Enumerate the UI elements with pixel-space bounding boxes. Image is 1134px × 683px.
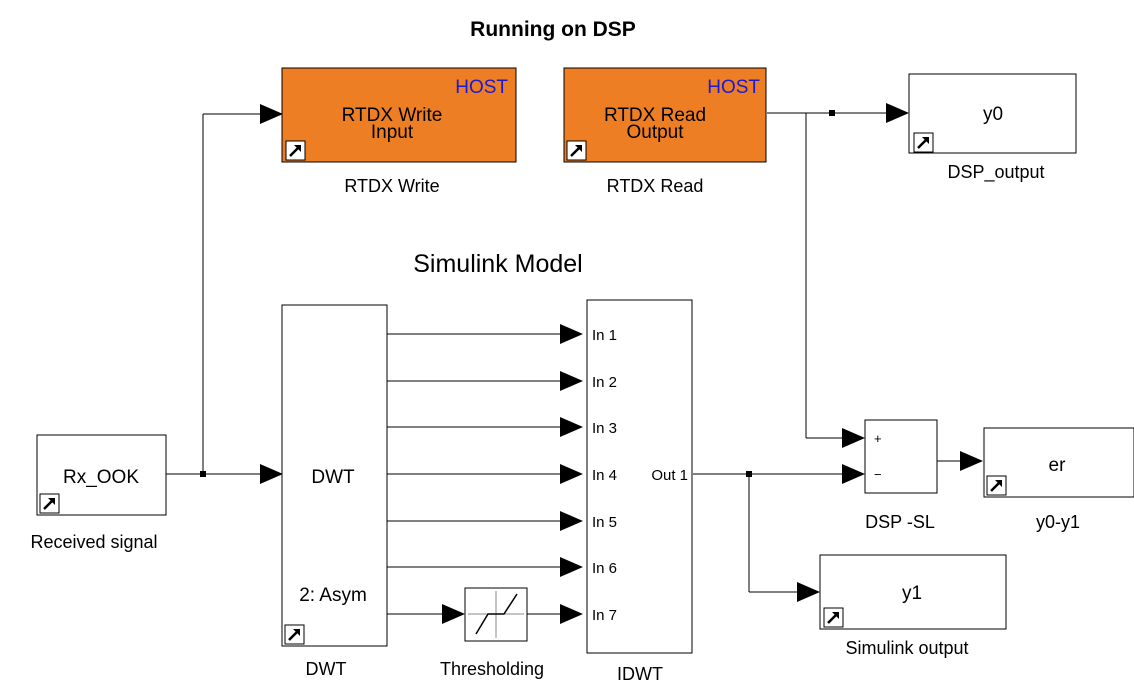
rtdx-read-caption: RTDX Read: [607, 176, 704, 196]
dwt-caption: DWT: [306, 659, 347, 679]
link-arrow-icon: [284, 624, 305, 645]
rx-ook-block[interactable]: Rx_OOK: [36, 434, 167, 516]
idwt-block[interactable]: In 1 In 2 In 3 In 4 In 5 In 6 In 7 Out 1: [586, 299, 693, 654]
sum-block[interactable]: + −: [864, 419, 938, 494]
arrowheads: [260, 103, 983, 624]
idwt-port-in6: In 6: [592, 560, 617, 577]
simulink-title: Simulink Model: [413, 250, 583, 278]
y0-label: y0: [983, 104, 1003, 125]
idwt-port-in7: In 7: [592, 607, 617, 624]
y1-block[interactable]: y1: [819, 554, 1007, 630]
dwt-mode: 2: Asym: [299, 585, 367, 606]
idwt-port-in5: In 5: [592, 514, 617, 531]
thresholding-block[interactable]: [464, 587, 528, 642]
link-arrow-icon: [823, 607, 844, 628]
link-arrow-icon: [566, 140, 587, 161]
dwt-block[interactable]: DWT 2: Asym: [281, 304, 388, 647]
rtdx-write-host-badge: HOST: [455, 77, 508, 98]
rtdx-write-caption: RTDX Write: [344, 176, 439, 196]
idwt-port-out1: Out 1: [651, 467, 688, 484]
link-arrow-icon: [986, 475, 1007, 496]
link-arrow-icon: [39, 493, 60, 514]
y1-caption: Simulink output: [845, 638, 968, 658]
wires: [166, 110, 962, 615]
rx-ook-label: Rx_OOK: [63, 467, 139, 488]
rx-ook-caption: Received signal: [30, 532, 157, 552]
rtdx-write-line2: Input: [371, 122, 414, 143]
idwt-port-in2: In 2: [592, 374, 617, 391]
er-label: er: [1049, 455, 1067, 476]
sum-caption: DSP -SL: [865, 512, 935, 532]
idwt-port-in3: In 3: [592, 420, 617, 437]
rtdx-write-line1: RTDX Write: [342, 105, 443, 126]
y1-label: y1: [902, 583, 922, 604]
link-arrow-icon: [913, 132, 934, 153]
y0-caption: DSP_output: [947, 162, 1044, 183]
er-caption: y0-y1: [1036, 512, 1080, 532]
y0-block[interactable]: y0: [908, 73, 1077, 154]
link-arrow-icon: [285, 140, 306, 161]
rtdx-read-block[interactable]: HOST RTDX Read Output: [563, 67, 767, 163]
idwt-port-in4: In 4: [592, 467, 617, 484]
dsp-title: Running on DSP: [470, 18, 636, 41]
sum-plus-sign: +: [874, 431, 882, 446]
rtdx-read-line1: RTDX Read: [604, 105, 706, 126]
idwt-port-in1: In 1: [592, 327, 617, 344]
idwt-caption: IDWT: [617, 664, 663, 683]
rtdx-write-block[interactable]: HOST RTDX Write Input: [281, 67, 517, 163]
thresholding-caption: Thresholding: [440, 659, 544, 679]
rtdx-read-line2: Output: [626, 122, 684, 143]
er-block[interactable]: er: [983, 427, 1134, 498]
rtdx-read-host-badge: HOST: [707, 77, 760, 98]
dwt-label: DWT: [311, 467, 355, 488]
sum-minus-sign: −: [874, 467, 882, 482]
